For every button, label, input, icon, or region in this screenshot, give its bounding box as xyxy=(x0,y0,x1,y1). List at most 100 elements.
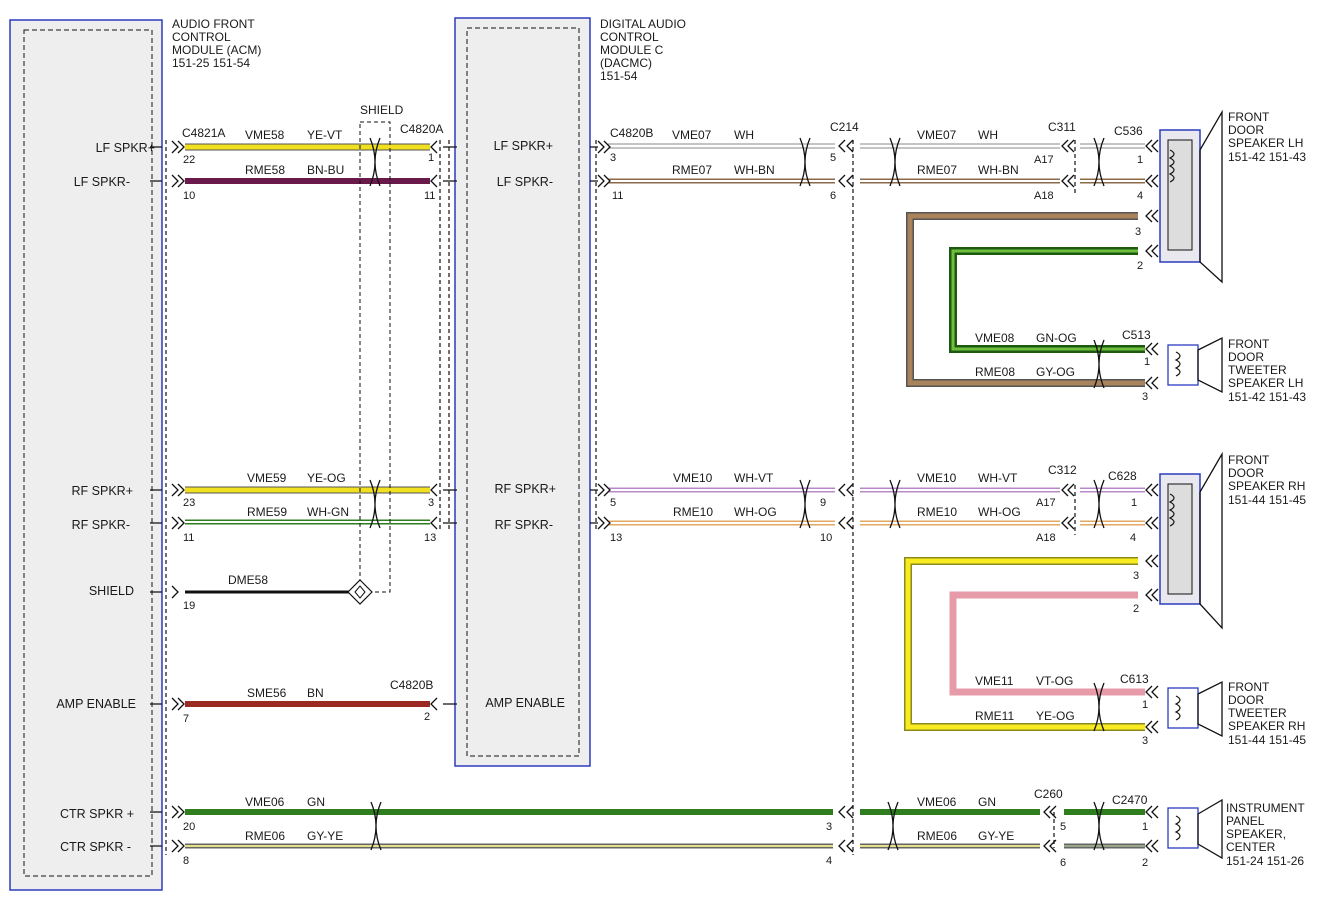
center-speaker-label: 151-24 151-26 xyxy=(1226,854,1304,868)
pin-number: 3 xyxy=(826,821,832,833)
center-speaker-icon xyxy=(1167,798,1223,860)
acm-pin-label: CTR SPKR + xyxy=(60,807,134,821)
pin-number: 1 xyxy=(1131,497,1137,509)
center-speaker-label: INSTRUMENT xyxy=(1226,801,1305,815)
twist-markers xyxy=(369,137,1105,851)
shield-label: SHIELD xyxy=(360,103,404,117)
wire-labels: VME58 YE-VT RME58 BN-BU VME59 YE-OG RME5… xyxy=(228,128,1077,843)
dacmc-pin-label: LF SPKR- xyxy=(497,175,553,189)
tweeter-wires-rh xyxy=(904,557,1145,731)
wire-color: GN xyxy=(978,795,996,809)
wire-color: WH-VT xyxy=(978,471,1018,485)
rh-door-label: 151-44 151-45 xyxy=(1228,493,1306,507)
wire-color: YE-OG xyxy=(1036,709,1075,723)
dacmc-module xyxy=(454,17,591,767)
wire-circuit: RME07 xyxy=(917,163,957,177)
wire-circuit: RME08 xyxy=(975,365,1015,379)
acm-pin-label: AMP ENABLE xyxy=(56,697,136,711)
connector-id: C312 xyxy=(1048,463,1077,477)
wire-circuit: RME58 xyxy=(245,163,285,177)
wires-acm-dacmc xyxy=(185,143,833,849)
wire-color: WH xyxy=(978,128,998,142)
pin-number: 6 xyxy=(830,190,836,202)
pin-number: A17 xyxy=(1036,497,1056,509)
wire-circuit: VME11 xyxy=(975,674,1014,688)
rh-door-label: DOOR xyxy=(1228,466,1264,480)
shield-box xyxy=(347,121,391,605)
connector-id: C4820A xyxy=(400,122,443,136)
pin-number: 2 xyxy=(1142,857,1148,869)
wire-circuit: RME11 xyxy=(975,709,1014,723)
dacmc-title-line: 151-54 xyxy=(600,69,638,83)
pin-number: 23 xyxy=(183,497,195,509)
wire-color: GY-YE xyxy=(307,829,343,843)
pin-number: 13 xyxy=(610,532,622,544)
wire-color: BN xyxy=(307,686,324,700)
wire-color: GY-OG xyxy=(1036,365,1075,379)
wire-circuit: RME59 xyxy=(247,505,287,519)
wire-color: WH-BN xyxy=(978,163,1019,177)
acm-pin-label: LF SPKR+ xyxy=(96,141,155,155)
dacmc-pin-label: AMP ENABLE xyxy=(485,696,565,710)
connector-arrows xyxy=(150,139,1159,853)
wire-circuit: RME10 xyxy=(917,505,957,519)
dacmc-pin-label: RF SPKR+ xyxy=(495,482,556,496)
tweeter-wires-lh xyxy=(906,212,1145,387)
pin-number: 10 xyxy=(820,532,832,544)
pin-number: 13 xyxy=(424,532,436,544)
connector-id: C513 xyxy=(1122,328,1151,342)
pin-number: 1 xyxy=(1142,821,1148,833)
lh-door-label: FRONT xyxy=(1228,110,1270,124)
pin-number: 1 xyxy=(1137,154,1143,166)
acm-module xyxy=(9,19,163,891)
wire-color: WH-GN xyxy=(307,505,349,519)
rh-tweeter-label: FRONT xyxy=(1228,680,1270,694)
lh-door-label: SPEAKER LH xyxy=(1228,136,1303,150)
tweeter-rh-icon xyxy=(1167,680,1223,738)
dacmc-pin-label: LF SPKR+ xyxy=(494,139,553,153)
wire-circuit: VME10 xyxy=(673,471,713,485)
wire-color: BN-BU xyxy=(307,163,344,177)
dashed-bus-lines xyxy=(165,140,1076,855)
pin-number: 3 xyxy=(1142,735,1148,747)
wire-circuit: DME58 xyxy=(228,573,268,587)
pin-number: 1 xyxy=(1144,356,1150,368)
pin-numbers: 22 10 23 11 19 7 20 8 1 11 3 13 2 3 11 5… xyxy=(183,152,1150,869)
pin-number: 10 xyxy=(183,190,195,202)
pin-number: 11 xyxy=(183,532,194,544)
wire-color: GN-OG xyxy=(1036,331,1077,345)
pin-number: 5 xyxy=(830,152,836,164)
connector-id: C2470 xyxy=(1112,793,1148,807)
acm-pin-label: RF SPKR- xyxy=(72,518,130,532)
wire-circuit: VME08 xyxy=(975,331,1015,345)
speaker-rh-icon xyxy=(1159,451,1223,630)
rh-door-label: FRONT xyxy=(1228,453,1270,467)
wire-color: WH-OG xyxy=(734,505,777,519)
lh-tweeter-label: 151-42 151-43 xyxy=(1228,390,1306,404)
connector-id: C536 xyxy=(1114,124,1143,138)
pin-number: 2 xyxy=(1133,603,1139,615)
pin-number: 11 xyxy=(424,190,435,202)
component-labels: FRONT DOOR SPEAKER LH 151-42 151-43 FRON… xyxy=(1226,110,1306,868)
pin-number: 1 xyxy=(1142,699,1148,711)
rh-tweeter-label: 151-44 151-45 xyxy=(1228,733,1306,747)
pin-number: 4 xyxy=(826,855,832,867)
wire-color: YE-OG xyxy=(307,471,346,485)
connector-ids: C4821A C4820A C4820B C4820B C214 C311 C5… xyxy=(182,120,1151,807)
pin-number: 6 xyxy=(1060,857,1066,869)
wire-color: GN xyxy=(307,795,325,809)
pin-number: 19 xyxy=(183,600,195,612)
wires-dacmc-right xyxy=(608,143,1145,849)
acm-pin-label: SHIELD xyxy=(89,584,134,598)
speaker-lh-icon xyxy=(1159,109,1223,284)
rh-tweeter-label: DOOR xyxy=(1228,693,1264,707)
wire-circuit: RME07 xyxy=(672,163,712,177)
pin-number: 22 xyxy=(183,154,195,166)
dacmc-title-line: DIGITAL AUDIO xyxy=(600,17,686,31)
rh-tweeter-label: TWEETER xyxy=(1228,706,1287,720)
acm-pin-label: CTR SPKR - xyxy=(60,840,131,854)
wire-circuit: VME06 xyxy=(917,795,957,809)
wire-circuit: RME06 xyxy=(245,829,285,843)
